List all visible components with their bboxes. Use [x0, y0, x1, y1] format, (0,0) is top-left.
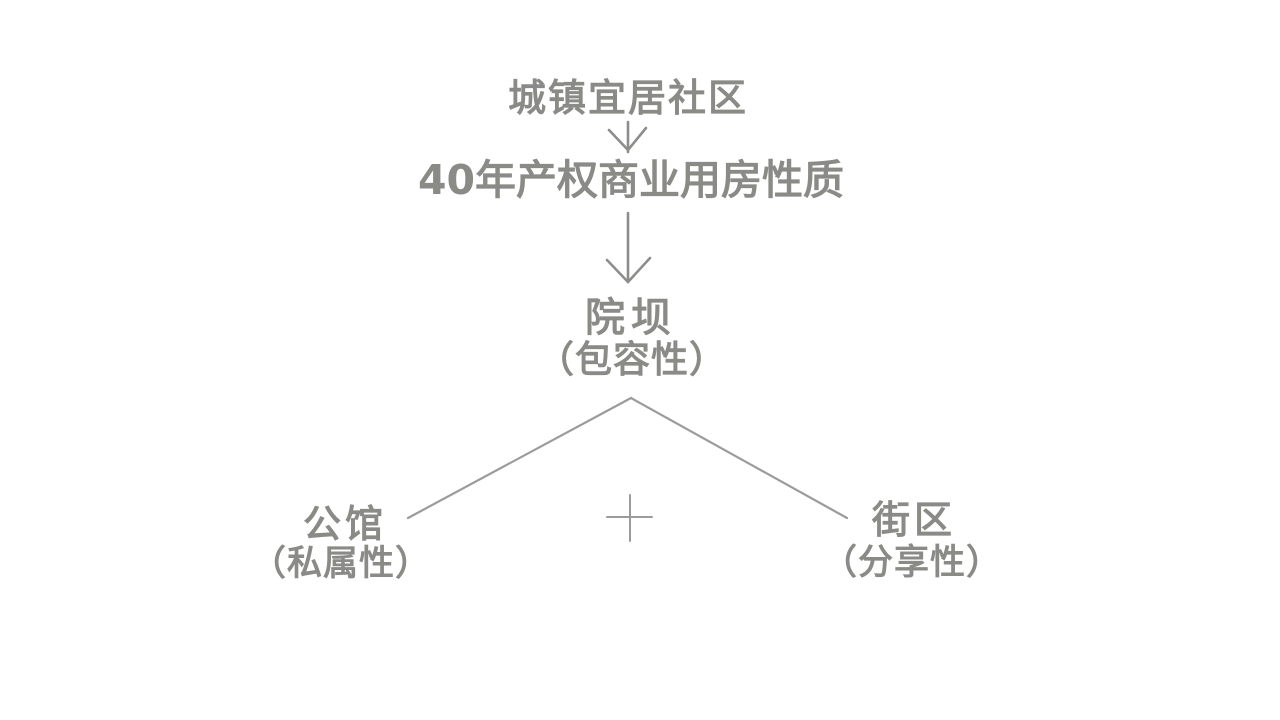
node-courtyard-qualifier: （包容性） [537, 338, 727, 381]
node-district-qualifier: （分享性） [821, 543, 1003, 583]
node-courtyard-label: 院坝 [585, 295, 677, 341]
down-arrow-icon [607, 120, 648, 154]
node-property-label: 40年产权商业用房性质 [417, 156, 845, 204]
node-community-label: 城镇宜居社区 [507, 76, 749, 120]
branch-right-line [629, 396, 849, 520]
node-mansion-qualifier: （私属性） [250, 544, 432, 584]
node-district-label: 街区 [871, 498, 957, 542]
branch-lines [406, 396, 849, 520]
branch-left-line [406, 396, 633, 520]
node-mansion-label: 公馆 [302, 502, 388, 546]
plus-icon [606, 494, 653, 542]
down-arrow-icon [605, 211, 652, 284]
